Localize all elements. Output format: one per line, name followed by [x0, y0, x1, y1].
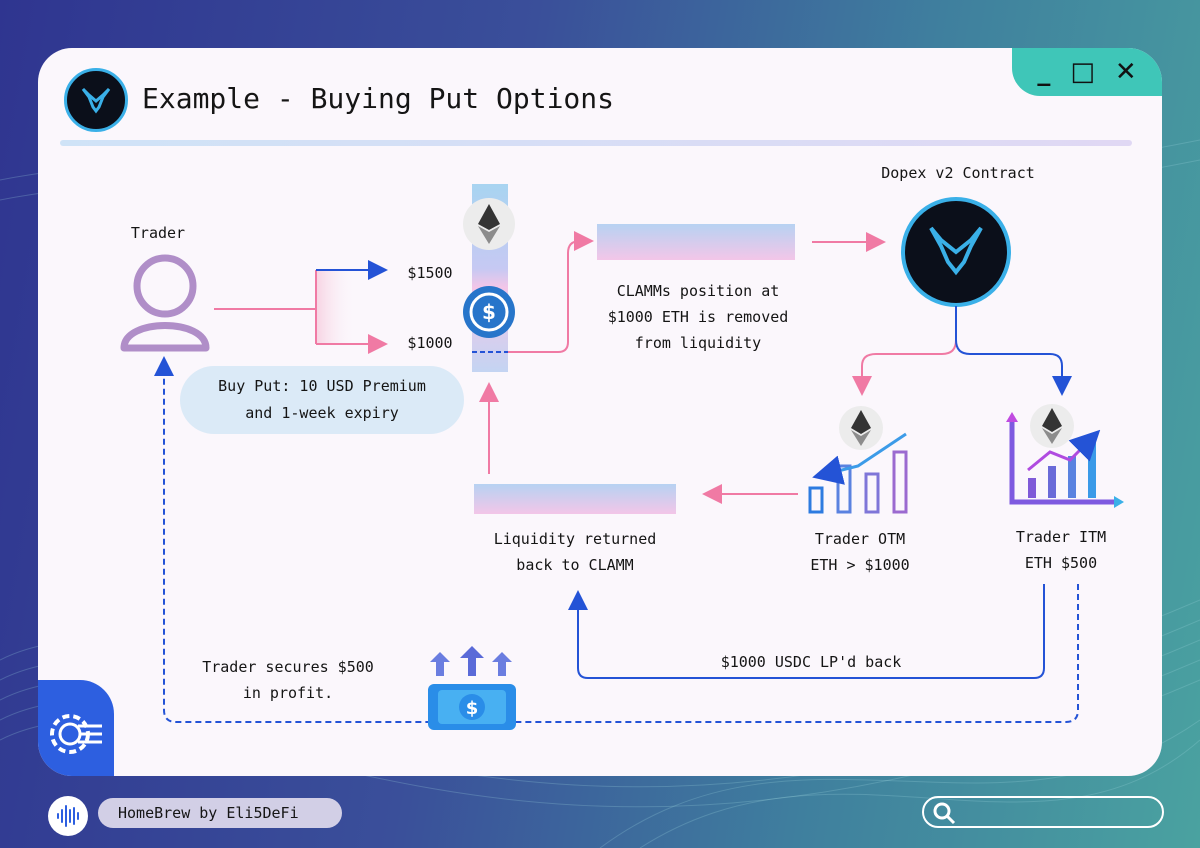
cash-icon	[428, 646, 516, 730]
gear-icon	[50, 714, 102, 754]
cash-symbol: $	[466, 698, 479, 719]
trader-label: Trader	[130, 224, 186, 242]
buy-put-line1: Buy Put: 10 USD Premium	[218, 377, 426, 395]
clamm-removed-text: CLAMMs position at $1000 ETH is removed …	[607, 282, 789, 352]
window-title: Example - Buying Put Options	[142, 82, 615, 115]
search-bar[interactable]	[922, 796, 1164, 828]
chart-down-icon	[808, 406, 908, 514]
price-high-label: $1500	[407, 264, 453, 282]
otm-label: Trader OTM ETH > $1000	[810, 530, 910, 574]
dopex-contract-icon	[901, 197, 1011, 307]
chart-up-icon	[1006, 404, 1124, 508]
title-divider	[60, 140, 1132, 146]
search-icon	[933, 802, 956, 825]
main-window: _ □ ✕ Example - Buying Put Options	[38, 48, 1162, 776]
contract-label: Dopex v2 Contract	[881, 164, 1035, 182]
minimize-button[interactable]: _	[1037, 57, 1051, 87]
close-button[interactable]: ✕	[1114, 57, 1137, 87]
eth-icon	[463, 198, 515, 250]
lp-back-label: $1000 USDC LP'd back	[720, 653, 902, 671]
flow-diagram: $	[120, 184, 1124, 730]
price-low-label: $1000	[407, 334, 453, 352]
buy-put-line2: and 1-week expiry	[245, 404, 399, 422]
trader-icon	[120, 254, 210, 352]
buy-put-note: Buy Put: 10 USD Premium and 1-week expir…	[180, 366, 464, 434]
itm-label: Trader ITM ETH $500	[1015, 528, 1107, 572]
settings-panel[interactable]	[38, 680, 114, 776]
liquidity-returned-label: Liquidity returned back to CLAMM	[493, 530, 657, 574]
usdc-icon	[463, 286, 515, 338]
profit-label: Trader secures $500 in profit.	[202, 658, 374, 702]
sound-wave-icon[interactable]	[48, 796, 88, 836]
logo-icon	[64, 68, 128, 132]
window-controls: _ □ ✕	[1012, 48, 1162, 96]
usdc-symbol: $	[482, 300, 496, 324]
maximize-button[interactable]: □	[1070, 57, 1095, 87]
footer-tag: HomeBrew by Eli5DeFi	[98, 798, 342, 828]
